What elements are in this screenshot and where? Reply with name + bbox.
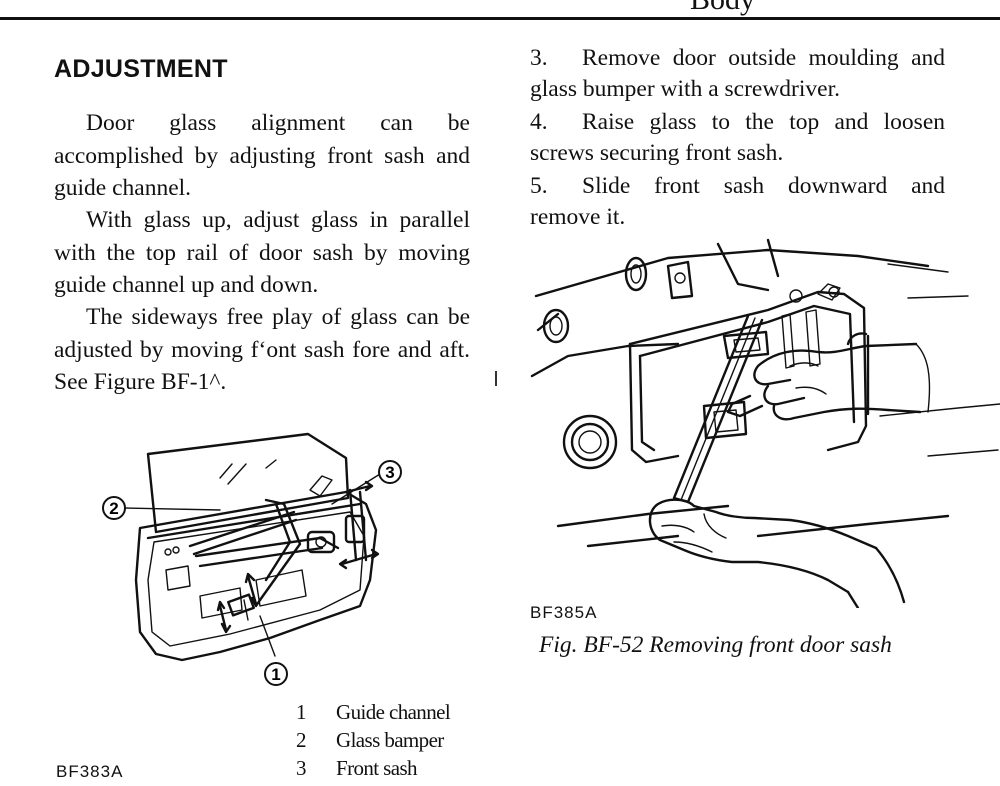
step-5: 5.Slide front sash downward and remove i… [530,173,945,230]
figure-code-left: BF383A [56,762,124,781]
running-head: Body [690,0,755,18]
step-4: 4.Raise glass to the top and loosen scre… [530,109,945,166]
paragraph-1: Door glass alignment can be accomplished… [54,110,470,201]
figure-caption: Fig. BF-52 Removing front door sash [539,632,892,658]
section-heading: ADJUSTMENT [54,55,228,83]
paragraph-2: With glass up, adjust glass in parallel … [54,207,470,298]
door-glass-diagram: 2 3 1 [102,432,402,686]
step-3: 3.Remove door outside moulding and glass… [530,45,945,102]
paragraph-3: The sideways free play of glass can be a… [54,304,470,395]
header-rule [0,17,1000,20]
column-margin-mark [495,371,497,386]
figure-code-right: BF385A [530,603,598,622]
callout-1: 1 [271,665,280,684]
door-sash-removal-illustration [530,238,1000,608]
callout-2: 2 [109,499,118,518]
callout-3: 3 [385,463,394,482]
